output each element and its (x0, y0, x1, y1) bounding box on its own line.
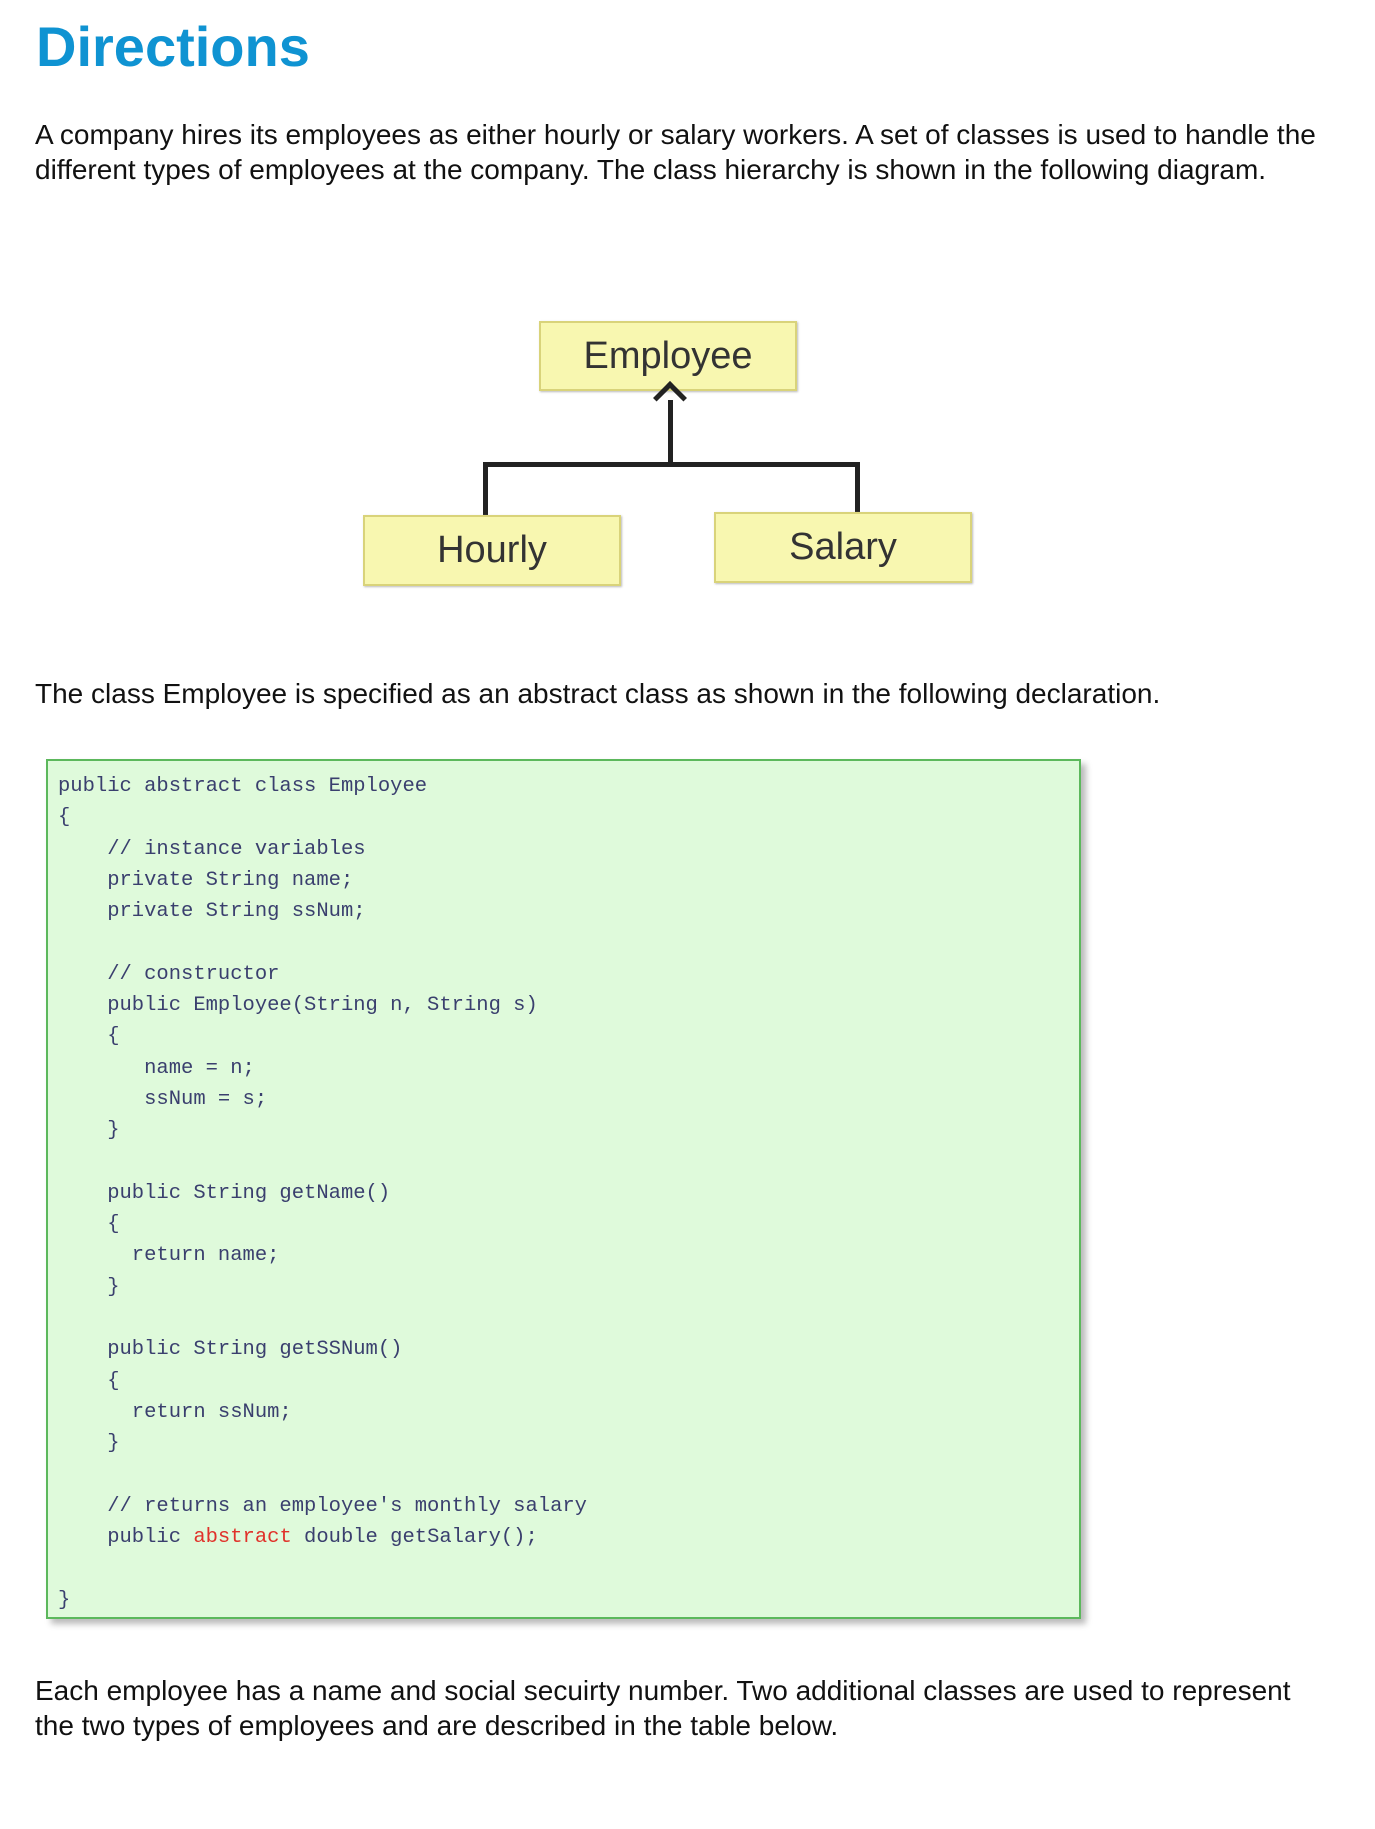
code-line: private String ssNum; (58, 900, 366, 924)
code-block: public abstract class Employee { // inst… (46, 759, 1081, 1619)
code-line: private String name; (58, 868, 354, 892)
salary-class-box: Salary (714, 512, 972, 583)
code-line: ssNum = s; (58, 1087, 268, 1111)
code-line: return ssNum; (58, 1400, 292, 1424)
code-line: // constructor (58, 962, 280, 986)
code-token: double getSalary(); (291, 1526, 538, 1550)
code-token: public (58, 1526, 194, 1550)
declaration-intro: The class Employee is specified as an ab… (35, 678, 1161, 709)
code-line: } (58, 1432, 120, 1456)
connector-salary (855, 462, 860, 514)
code-closing-brace: } (58, 1588, 71, 1612)
outro-paragraph: Each employee has a name and social secu… (35, 1675, 1291, 1741)
code-line: { (58, 1213, 120, 1237)
code-line: { (58, 1025, 120, 1049)
code-line: public abstract class Employee (58, 775, 428, 798)
employee-class-box: Employee (539, 321, 797, 391)
code-line: public String getSSNum() (58, 1338, 403, 1362)
code-line: public String getName() (58, 1181, 391, 1205)
connector-horizontal (483, 462, 860, 467)
code-line: // returns an employee's monthly salary (58, 1494, 587, 1518)
connector-vertical (668, 400, 673, 466)
intro-paragraph: A company hires its employees as either … (35, 119, 1316, 185)
code-text: public abstract class Employee { // inst… (58, 771, 587, 1616)
code-line: return name; (58, 1244, 280, 1268)
code-line: { (58, 806, 71, 830)
code-line: } (58, 1275, 120, 1299)
abstract-keyword: abstract (193, 1526, 292, 1550)
page-heading: Directions (36, 15, 310, 78)
code-line: name = n; (58, 1056, 255, 1080)
code-line: public Employee(String n, String s) (58, 994, 538, 1018)
hourly-class-box: Hourly (363, 515, 621, 586)
code-line: { (58, 1369, 120, 1393)
connector-hourly (483, 462, 488, 516)
code-line-abstract-method: public abstract double getSalary(); (58, 1526, 538, 1549)
code-line: } (58, 1119, 120, 1143)
code-line: // instance variables (58, 837, 366, 861)
